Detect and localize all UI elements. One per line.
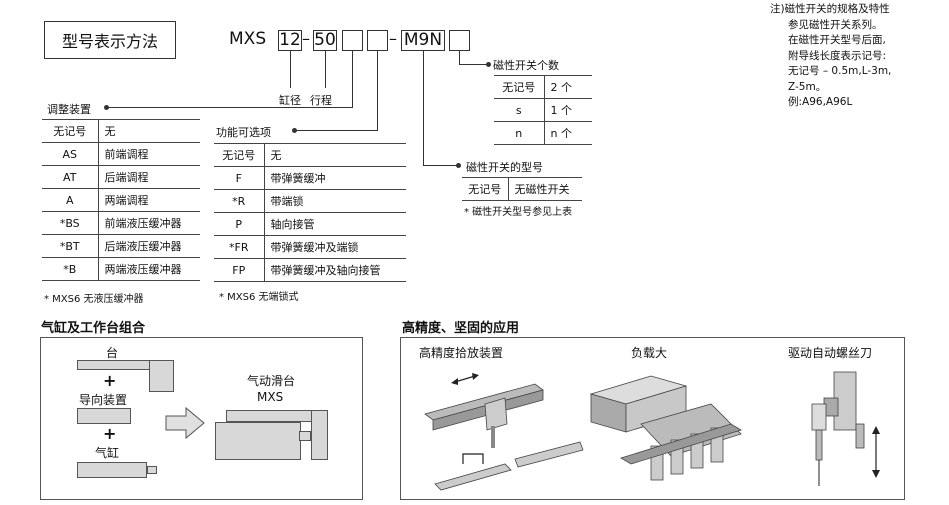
code-dash: – bbox=[389, 29, 397, 48]
pick-place-illustration bbox=[424, 373, 584, 491]
combo-title: 气缸及工作台组合 bbox=[41, 321, 146, 336]
code-function-box bbox=[367, 30, 388, 51]
cylinder-label: 气缸 bbox=[95, 446, 120, 460]
code-dash: – bbox=[302, 29, 310, 48]
screwdriver-illustration bbox=[811, 371, 880, 486]
table-row: 无记号无 bbox=[42, 119, 200, 143]
plus-icon: + bbox=[103, 424, 117, 443]
heavy-load-illustration bbox=[589, 375, 742, 481]
app-item-label: 负载大 bbox=[631, 346, 668, 360]
adjust-heading: 调整装置 bbox=[47, 103, 91, 116]
table-row: 无记号无 bbox=[214, 143, 406, 167]
code-adjust-box bbox=[342, 30, 363, 51]
switch-type-note: * 磁性开关型号参见上表 bbox=[464, 207, 573, 218]
guide-label: 导向装置 bbox=[79, 393, 128, 407]
switch-type-table: 无记号无磁性开关 bbox=[462, 177, 582, 201]
function-note: * MXS6 无端锁式 bbox=[219, 292, 299, 303]
stroke-label: 行程 bbox=[310, 94, 332, 107]
code-count-box bbox=[449, 30, 470, 51]
app-item-label: 驱动自动螺丝刀 bbox=[788, 346, 873, 360]
plus-icon: + bbox=[103, 371, 117, 390]
table-row: 无记号无磁性开关 bbox=[462, 177, 582, 201]
model-prefix: MXS bbox=[229, 29, 267, 49]
apps-title: 高精度、坚固的应用 bbox=[402, 321, 520, 336]
switch-count-heading: 磁性开关个数 bbox=[493, 59, 559, 72]
combo-panel: 台 + 导向装置 + 气缸 气动滑台 MXS bbox=[40, 337, 363, 500]
switch-type-heading: 磁性开关的型号 bbox=[466, 161, 543, 174]
code-bore-box: 12 bbox=[278, 30, 302, 51]
slide-model: MXS bbox=[257, 390, 284, 404]
bore-label: 缸径 bbox=[279, 94, 301, 107]
side-note: 注)磁性开关的规格及特性 参见磁性开关系列。 在磁性开关型号后面, 附导线长度表… bbox=[770, 3, 892, 108]
app-item-label: 高精度拾放装置 bbox=[419, 346, 504, 360]
cylinder-shape bbox=[77, 462, 147, 478]
page-title: 型号表示方法 bbox=[44, 21, 176, 59]
code-switch-box: M9N bbox=[401, 30, 445, 51]
guide-shape bbox=[77, 408, 131, 424]
code-stroke-box: 50 bbox=[313, 30, 337, 51]
table-label: 台 bbox=[106, 346, 119, 360]
apps-panel: 高精度拾放装置 负载大 驱动自动螺丝刀 bbox=[400, 337, 905, 500]
adjust-note: * MXS6 无液压缓冲器 bbox=[44, 294, 144, 305]
slide-label: 气动滑台 bbox=[247, 374, 296, 388]
function-heading: 功能可选项 bbox=[216, 126, 271, 139]
arrow-right-icon bbox=[165, 406, 205, 440]
